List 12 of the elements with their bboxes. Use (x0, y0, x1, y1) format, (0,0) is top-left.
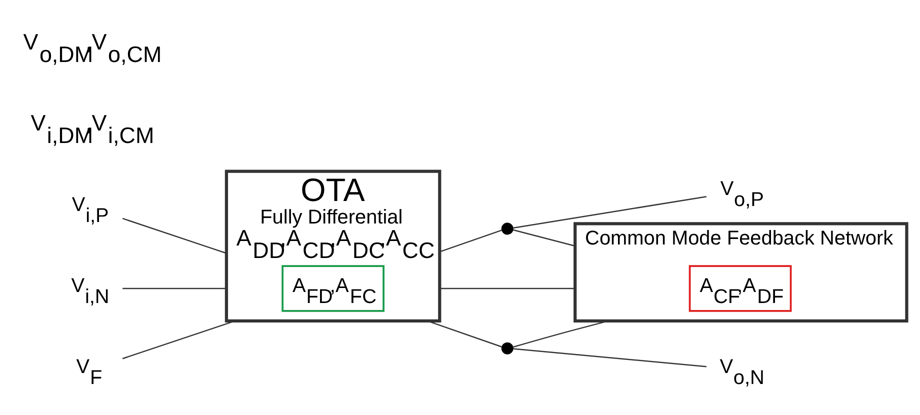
node-circle (501, 222, 514, 235)
connector (512, 229, 576, 247)
connector (122, 218, 227, 254)
connector (512, 348, 706, 368)
node-circle (501, 342, 514, 354)
connector (512, 320, 609, 348)
connector (512, 196, 707, 229)
connector (122, 288, 226, 290)
connector (439, 230, 502, 252)
connector (427, 320, 502, 348)
connector (440, 288, 576, 290)
connector (122, 320, 236, 360)
